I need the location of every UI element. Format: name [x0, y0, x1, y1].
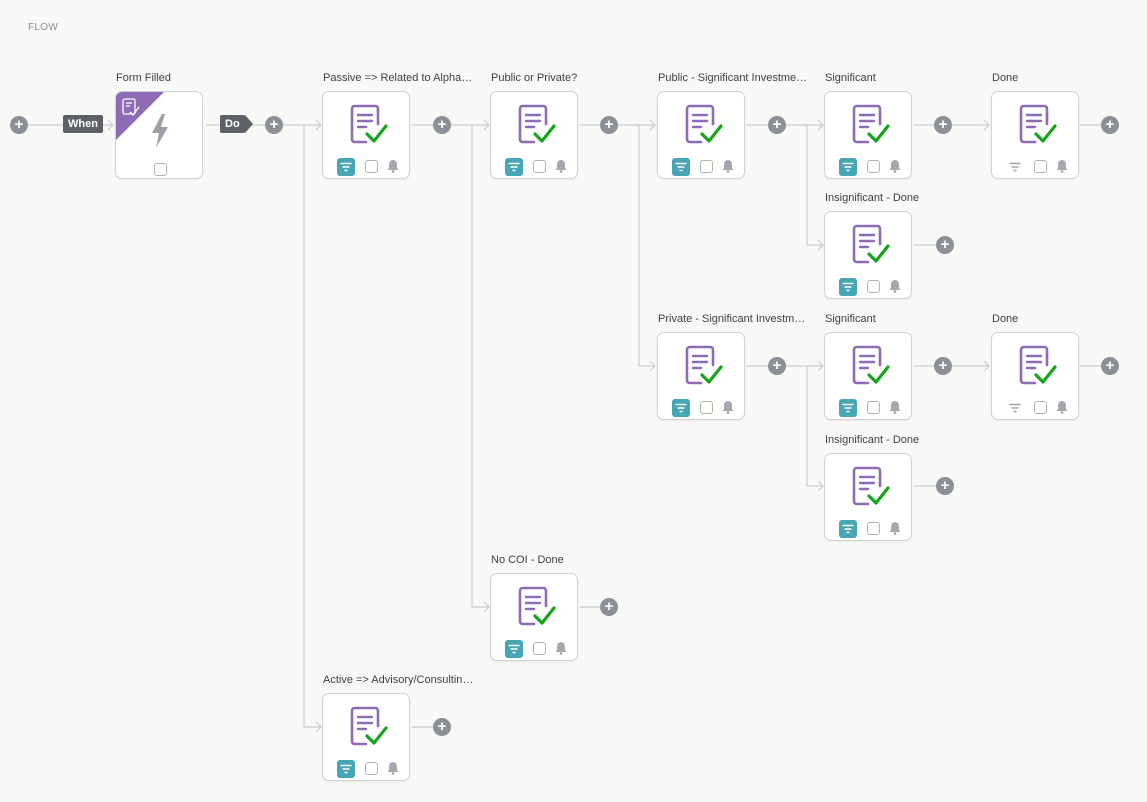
- step-checkbox[interactable]: [365, 160, 378, 173]
- step-node[interactable]: [824, 332, 912, 420]
- filter-icon[interactable]: [1006, 158, 1024, 176]
- lightning-icon: [152, 114, 168, 148]
- bell-icon[interactable]: [889, 279, 901, 298]
- document-check-icon: [517, 586, 557, 630]
- bell-icon[interactable]: [889, 521, 901, 540]
- step-node[interactable]: [991, 91, 1079, 179]
- document-check-icon: [1018, 104, 1058, 148]
- add-step-button[interactable]: +: [1101, 116, 1119, 134]
- step-node[interactable]: [824, 91, 912, 179]
- step-checkbox[interactable]: [867, 401, 880, 414]
- step-title: Insignificant - Done: [825, 434, 920, 446]
- step-checkbox[interactable]: [533, 160, 546, 173]
- bell-icon[interactable]: [889, 400, 901, 419]
- document-check-icon: [684, 104, 724, 148]
- step-title: Done: [992, 313, 1019, 325]
- step-title: Significant: [825, 72, 876, 84]
- filter-icon[interactable]: [337, 760, 355, 778]
- step-title: Significant: [825, 313, 876, 325]
- step-node[interactable]: [824, 211, 912, 299]
- step-checkbox[interactable]: [867, 522, 880, 535]
- add-step-button[interactable]: +: [768, 357, 786, 375]
- filter-icon[interactable]: [839, 278, 857, 296]
- add-step-button[interactable]: +: [936, 236, 954, 254]
- step-checkbox[interactable]: [867, 160, 880, 173]
- do-tag: Do: [220, 115, 253, 133]
- document-check-icon: [349, 104, 389, 148]
- form-corner-icon: [116, 92, 164, 140]
- step-node[interactable]: [657, 332, 745, 420]
- trigger-title: Form Filled: [116, 72, 172, 84]
- step-checkbox[interactable]: [1034, 401, 1047, 414]
- flow-section-label: FLOW: [28, 22, 59, 33]
- add-step-button[interactable]: +: [600, 116, 618, 134]
- bell-icon[interactable]: [1056, 159, 1068, 178]
- bell-icon[interactable]: [555, 159, 567, 178]
- add-step-button[interactable]: +: [936, 477, 954, 495]
- bell-icon[interactable]: [722, 400, 734, 419]
- step-node[interactable]: [322, 91, 410, 179]
- step-node[interactable]: [490, 573, 578, 661]
- step-title: Done: [992, 72, 1019, 84]
- step-title: Insignificant - Done: [825, 192, 920, 204]
- step-title: Public or Private?: [491, 72, 578, 84]
- step-node[interactable]: [824, 453, 912, 541]
- add-step-button[interactable]: +: [10, 116, 28, 134]
- step-checkbox[interactable]: [700, 160, 713, 173]
- step-title: Passive => Related to Alphabe…: [323, 72, 475, 84]
- add-step-button[interactable]: +: [600, 598, 618, 616]
- bell-icon[interactable]: [387, 761, 399, 780]
- add-step-button[interactable]: +: [433, 718, 451, 736]
- bell-icon[interactable]: [1056, 400, 1068, 419]
- add-step-button[interactable]: +: [934, 116, 952, 134]
- document-check-icon: [851, 224, 891, 268]
- step-title: Active => Advisory/Consulting…: [323, 674, 475, 686]
- step-node[interactable]: [490, 91, 578, 179]
- document-check-icon: [349, 706, 389, 750]
- add-step-button[interactable]: +: [1101, 357, 1119, 375]
- document-check-icon: [851, 104, 891, 148]
- step-checkbox[interactable]: [867, 280, 880, 293]
- step-node[interactable]: [991, 332, 1079, 420]
- document-check-icon: [684, 345, 724, 389]
- step-checkbox[interactable]: [533, 642, 546, 655]
- document-check-icon: [851, 345, 891, 389]
- bell-icon[interactable]: [889, 159, 901, 178]
- step-node[interactable]: [657, 91, 745, 179]
- filter-icon[interactable]: [505, 640, 523, 658]
- step-title: Public - Significant Investment?: [658, 72, 810, 84]
- bell-icon[interactable]: [387, 159, 399, 178]
- document-check-icon: [517, 104, 557, 148]
- add-step-button[interactable]: +: [433, 116, 451, 134]
- step-checkbox[interactable]: [700, 401, 713, 414]
- bell-icon[interactable]: [722, 159, 734, 178]
- add-step-button[interactable]: +: [265, 116, 283, 134]
- document-check-icon: [1018, 345, 1058, 389]
- filter-icon[interactable]: [839, 399, 857, 417]
- step-title: Private - Significant Investme…: [658, 313, 810, 325]
- filter-icon[interactable]: [839, 520, 857, 538]
- trigger-checkbox[interactable]: [154, 163, 167, 176]
- filter-icon[interactable]: [1006, 399, 1024, 417]
- step-title: No COI - Done: [491, 554, 564, 566]
- bell-icon[interactable]: [555, 641, 567, 660]
- when-tag: When: [63, 115, 103, 133]
- filter-icon[interactable]: [839, 158, 857, 176]
- document-check-icon: [851, 466, 891, 510]
- filter-icon[interactable]: [337, 158, 355, 176]
- add-step-button[interactable]: +: [934, 357, 952, 375]
- trigger-node[interactable]: [115, 91, 203, 179]
- filter-icon[interactable]: [672, 399, 690, 417]
- step-checkbox[interactable]: [365, 762, 378, 775]
- add-step-button[interactable]: +: [768, 116, 786, 134]
- step-checkbox[interactable]: [1034, 160, 1047, 173]
- filter-icon[interactable]: [672, 158, 690, 176]
- step-node[interactable]: [322, 693, 410, 781]
- filter-icon[interactable]: [505, 158, 523, 176]
